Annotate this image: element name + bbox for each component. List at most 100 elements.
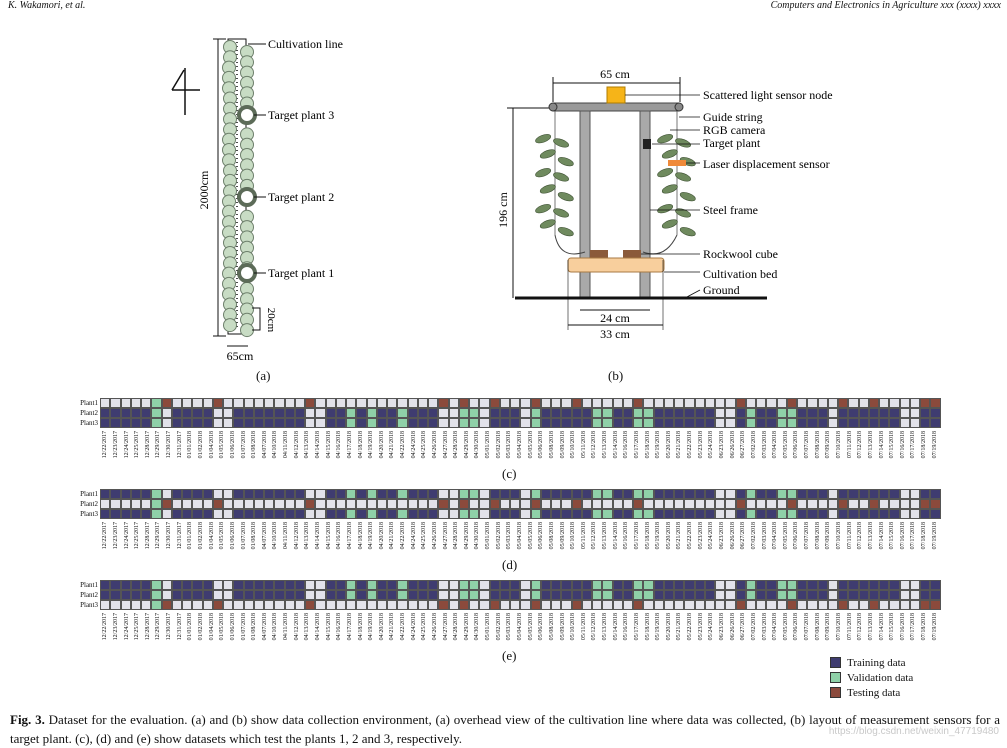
grid-cell xyxy=(458,408,469,418)
grid-cell xyxy=(305,590,316,600)
label-guide-string: Guide string xyxy=(703,110,763,124)
date-label: 05/22/2018 xyxy=(687,522,694,550)
grid-cell xyxy=(356,489,367,499)
grid-cell xyxy=(684,489,695,499)
grid-cell xyxy=(294,398,305,408)
grid-cell xyxy=(479,580,490,590)
row-label: Plant2 xyxy=(80,409,98,417)
grid-cell xyxy=(602,489,613,499)
grid-cell xyxy=(448,600,459,610)
grid-cell xyxy=(797,600,808,610)
grid-cell xyxy=(243,509,254,519)
grid-cell xyxy=(674,499,685,509)
date-label: 05/16/2018 xyxy=(623,613,630,641)
date-label: 12/28/2017 xyxy=(144,431,151,459)
grid-cell xyxy=(592,398,603,408)
leaf xyxy=(535,134,552,144)
grid-row xyxy=(100,590,941,600)
grid-cell xyxy=(807,489,818,499)
grid-cell xyxy=(838,398,849,408)
target-plant-marker xyxy=(237,105,257,125)
grid-cell xyxy=(130,418,141,428)
date-label: 12/30/2017 xyxy=(166,431,173,459)
grid-cell xyxy=(715,499,726,509)
grid-cell xyxy=(489,499,500,509)
date-label: 04/15/2018 xyxy=(325,431,332,459)
grid-cell xyxy=(294,509,305,519)
grid-cell xyxy=(428,398,439,408)
grid-row xyxy=(100,489,941,499)
grid-cell xyxy=(346,590,357,600)
grid-cell xyxy=(407,408,418,418)
leaf xyxy=(557,157,574,167)
plant-circle xyxy=(223,318,237,333)
leaf xyxy=(539,149,556,159)
grid-cell xyxy=(335,590,346,600)
grid-cell xyxy=(684,580,695,590)
date-label: 04/10/2018 xyxy=(272,431,279,459)
grid-cell xyxy=(561,489,572,499)
date-label: 07/02/2018 xyxy=(750,431,757,459)
grid-cell xyxy=(366,408,377,418)
date-label: 04/26/2018 xyxy=(431,613,438,641)
grid-cell xyxy=(510,398,521,408)
grid-cell xyxy=(110,398,121,408)
grid-cell xyxy=(889,580,900,590)
date-label: 12/28/2017 xyxy=(144,522,151,550)
grid-cell xyxy=(622,398,633,408)
grid-cell xyxy=(192,418,203,428)
grid-cell xyxy=(376,489,387,499)
grid-cell xyxy=(520,580,531,590)
date-label: 05/24/2018 xyxy=(708,431,715,459)
grid-cell xyxy=(694,499,705,509)
grid-cell xyxy=(458,580,469,590)
date-label: 05/02/2018 xyxy=(495,613,502,641)
grid-cell xyxy=(858,509,869,519)
grid-cell xyxy=(776,408,787,418)
dim-width: 65cm xyxy=(227,349,254,363)
grid-cell xyxy=(879,580,890,590)
grid-cell xyxy=(510,580,521,590)
grid-cell xyxy=(376,408,387,418)
grid-cell xyxy=(212,499,223,509)
date-label: 07/02/2018 xyxy=(750,522,757,550)
grid-cell xyxy=(376,600,387,610)
grid-cell xyxy=(223,499,234,509)
date-label: 05/17/2018 xyxy=(633,613,640,641)
date-label: 05/16/2018 xyxy=(623,431,630,459)
grid-cell xyxy=(223,580,234,590)
watermark: https://blog.csdn.net/weixin_47719480 xyxy=(828,726,999,737)
grid-cell xyxy=(141,489,152,499)
grid-cell xyxy=(930,580,941,590)
date-label: 05/18/2018 xyxy=(644,522,651,550)
date-label: 04/29/2018 xyxy=(463,522,470,550)
grid-cell xyxy=(387,398,398,408)
grid-cell xyxy=(704,489,715,499)
row-label: Plant3 xyxy=(80,510,98,518)
date-label: 07/15/2018 xyxy=(889,431,896,459)
grid-cell xyxy=(592,408,603,418)
grid-cell xyxy=(141,408,152,418)
label-target-plant-3: Target plant 3 xyxy=(268,108,334,122)
grid-cell xyxy=(694,600,705,610)
date-label: 01/07/2018 xyxy=(240,431,247,459)
date-label: 05/09/2018 xyxy=(559,431,566,459)
grid-cell xyxy=(305,509,316,519)
date-label: 07/09/2018 xyxy=(825,431,832,459)
grid-row xyxy=(100,509,941,519)
grid-cell xyxy=(766,499,777,509)
date-label: 12/31/2017 xyxy=(176,431,183,459)
grid-cell xyxy=(848,590,859,600)
grid-cell xyxy=(458,499,469,509)
grid-cell xyxy=(581,489,592,499)
dim-height: 196 cm xyxy=(496,192,510,228)
grid-cell xyxy=(674,489,685,499)
grid-cell xyxy=(879,590,890,600)
grid-cell xyxy=(253,489,264,499)
grid-cell xyxy=(376,590,387,600)
grid-cell xyxy=(571,499,582,509)
grid-cell xyxy=(499,418,510,428)
grid-cell xyxy=(622,580,633,590)
grid-cell xyxy=(233,398,244,408)
grid-cell xyxy=(499,489,510,499)
